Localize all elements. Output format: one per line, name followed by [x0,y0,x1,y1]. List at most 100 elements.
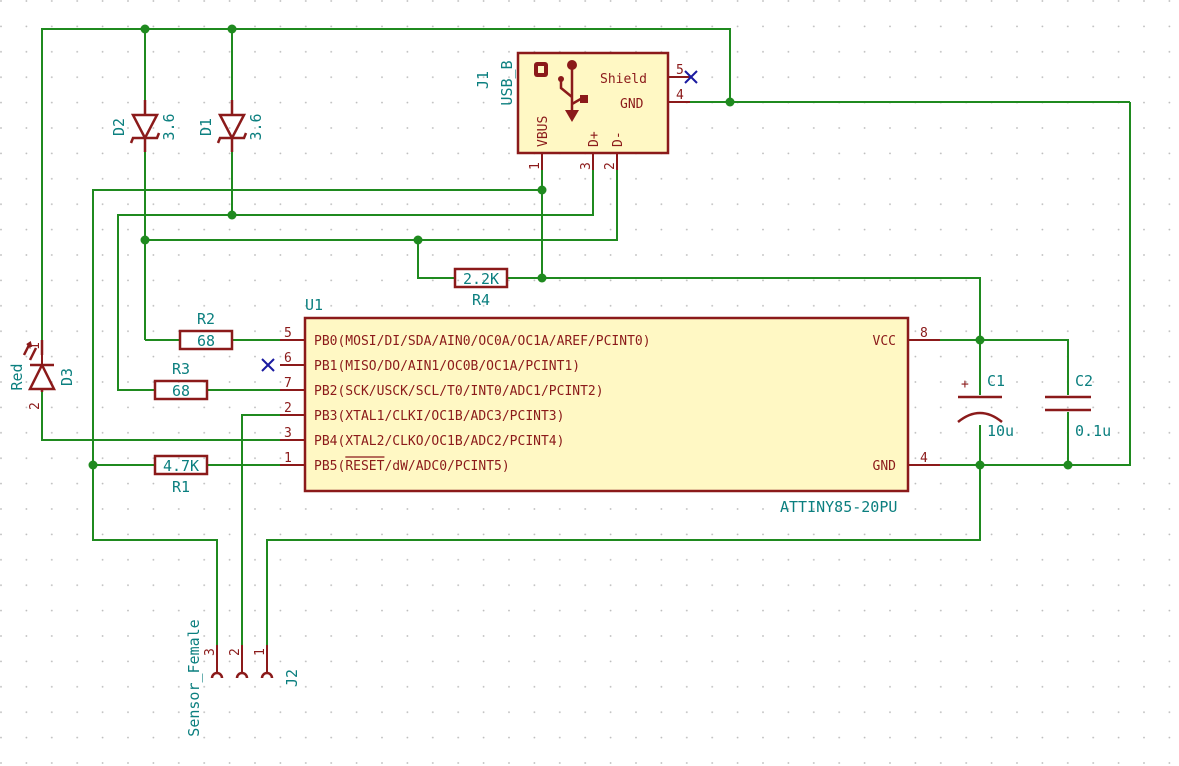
usb-connector-j1: J1 USB_B Shield GND VBUS D+ D- 5 4 1 3 2 [474,51,698,170]
u1-pin-num: 7 [284,376,292,391]
r3-ref: R3 [172,360,190,378]
u1-pin-name: PB4(XTAL2/CLKO/OC1B/ADC2/PCINT4) [314,434,564,449]
resistor-r4: 2.2K R4 [453,267,509,309]
junctions [88,24,1073,470]
capacitor-c2: C2 0.1u [1045,372,1111,440]
wire-vbus-left [92,189,542,645]
wire-r4-right [507,277,981,341]
d1-value: 3.6 [247,113,265,140]
u1-pin-num: 6 [284,351,292,366]
socket-icon [260,671,274,679]
u1-pin-num: 5 [284,326,292,341]
resistor-r3: 68 R3 [153,360,209,401]
wire-pb4 [41,392,280,441]
junction-dot [227,24,237,34]
u1-value: ATTINY85-20PU [780,498,897,516]
d3-pin1: 1 [28,342,43,350]
resistor-r1: 4.7K R1 [153,454,209,496]
junction-dot [140,24,150,34]
wire-c2-top [980,339,1069,395]
junction-dot [537,185,547,195]
d3-value: Red [8,363,26,390]
j1-pin-dplus-num: 3 [579,162,594,170]
junction-dot [88,460,98,470]
d1-ref: D1 [197,118,215,136]
zener-diode-d1: D1 3.6 [197,100,265,152]
wire-pb3 [241,414,280,645]
r4-value: 2.2K [463,270,499,288]
ic-u1: U1 ATTINY85-20PU 5 6 7 2 3 1 PB0(MOSI/DI… [261,296,940,516]
c2-ref: C2 [1075,372,1093,390]
junction-dot [140,235,150,245]
zener-diode-d2: D2 3.6 [110,100,178,152]
socket-icon [210,671,224,679]
u1-body [303,316,910,493]
u1-pin-name: PB0(MOSI/DI/SDA/AIN0/OC0A/OC1A/AREF/PCIN… [314,334,651,349]
u1-pin-num: 2 [284,401,292,416]
junction-dot [227,210,237,220]
c1-polarity-icon: + [961,377,969,392]
j1-gnd-label: GND [620,97,644,112]
r2-value: 68 [197,332,215,350]
j1-dplus-label: D+ [587,131,602,147]
wire-top-rail [41,28,731,340]
u1-pin-num: 3 [284,426,292,441]
j1-vbus-label: VBUS [536,116,551,147]
u1-pin-name-pb5: PB5(RESET/dW/ADC0/PCINT5) [314,459,510,474]
u1-ref: U1 [305,296,323,314]
j2-pin1: 1 [253,648,268,656]
r2-ref: R2 [197,310,215,328]
d3-pin2: 2 [28,402,43,410]
socket-icon [235,671,249,679]
wires [41,28,1131,645]
r3-value: 68 [172,382,190,400]
no-connect-icon [684,70,698,84]
u1-pin-name: GND [873,459,897,474]
j2-value: Sensor_Female [185,619,203,736]
u1-pin-name-prefix: PB5( [314,459,345,474]
j1-shield-label: Shield [600,72,647,87]
r1-ref: R1 [172,478,190,496]
j1-value: USB_B [498,60,516,105]
resistor-r2: 68 R2 [178,310,234,351]
j1-pin-dminus-num: 2 [603,162,618,170]
j1-ref: J1 [474,71,492,89]
junction-dot [1063,460,1073,470]
capacitor-c1: + C1 10u [957,372,1014,440]
u1-pin-name: PB3(XTAL1/CLKI/OC1B/ADC3/PCINT3) [314,409,564,424]
r4-ref: R4 [472,291,490,309]
junction-dot [413,235,423,245]
u1-pin-name: PB2(SCK/USCK/SCL/T0/INT0/ADC1/PCINT2) [314,384,604,399]
u1-pin-num: 4 [920,451,928,466]
led-d3: 1 2 D3 Red [8,340,76,410]
c1-ref: C1 [987,372,1005,390]
d2-value: 3.6 [160,113,178,140]
wire-dminus [145,170,618,241]
u1-pin-name: VCC [873,334,896,349]
j1-pin-shield-num: 5 [676,63,684,78]
j1-dminus-label: D- [611,131,626,147]
junction-dot [975,335,985,345]
u1-pin-num: 8 [920,326,928,341]
c1-value: 10u [987,422,1014,440]
wire-gnd-j2 [266,465,981,645]
junction-dot [725,97,735,107]
wire-dplus [117,170,594,391]
u1-pin-name-overbar: RESET [345,459,384,474]
u1-pin-num: 1 [284,451,292,466]
d2-ref: D2 [110,118,128,136]
connector-j2: 3 2 1 Sensor_Female J2 [185,619,301,736]
no-connect-icon [261,358,275,372]
j1-pin-vbus-num: 1 [528,162,543,170]
wire-r4-left [417,240,455,279]
r1-value: 4.7K [163,457,199,475]
c2-value: 0.1u [1075,422,1111,440]
u1-pin-name: PB1(MISO/DO/AIN1/OC0B/OC1A/PCINT1) [314,359,580,374]
j2-ref: J2 [283,669,301,687]
j2-pin2: 2 [228,648,243,656]
junction-dot [537,273,547,283]
junction-dot [975,460,985,470]
u1-pin-name-suffix: /dW/ADC0/PCINT5) [384,459,509,474]
usb-symbol-icon [534,60,588,122]
